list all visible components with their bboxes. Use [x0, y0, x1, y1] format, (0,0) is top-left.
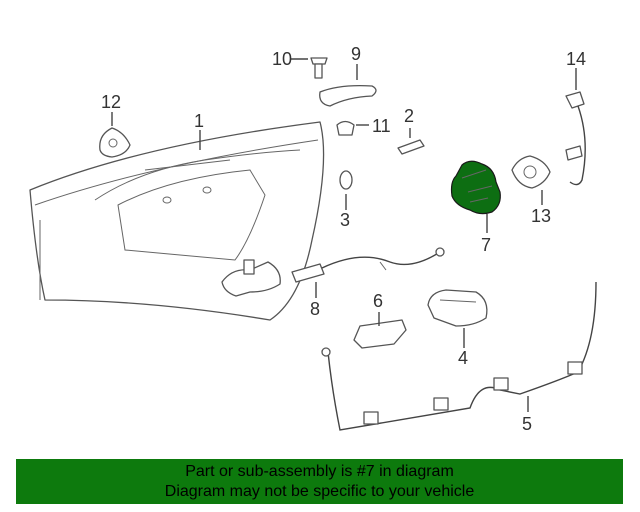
part-4-motor [427, 289, 488, 327]
callout-9: 9 [351, 44, 361, 64]
part-2-plate [397, 139, 425, 155]
callout-1: 1 [194, 111, 204, 131]
callout-7: 7 [481, 235, 491, 255]
callout-5: 5 [522, 414, 532, 434]
banner-line-1: Part or sub-assembly is #7 in diagram [185, 462, 454, 480]
info-banner: Part or sub-assembly is #7 in diagram Di… [16, 459, 623, 504]
part-3-grommet [339, 170, 353, 190]
banner-line-2: Diagram may not be specific to your vehi… [164, 482, 475, 500]
part-12-bumper [99, 127, 131, 158]
leader-lines [111, 58, 577, 412]
callout-4: 4 [458, 348, 468, 368]
callout-6: 6 [373, 291, 383, 311]
part-14-wire [565, 91, 586, 186]
callout-11: 11 [372, 116, 391, 136]
callout-13: 13 [531, 206, 551, 226]
part-1-liftgate-panel [29, 121, 325, 321]
callout-3: 3 [340, 210, 350, 230]
callout-8: 8 [310, 299, 320, 319]
part-10-bolt [310, 57, 328, 79]
part-9-handle [319, 84, 377, 107]
callout-14: 14 [566, 49, 586, 69]
callout-10: 10 [272, 49, 292, 69]
part-6-bracket [353, 319, 407, 349]
part-8-cable [221, 247, 445, 297]
callout-12: 12 [101, 92, 121, 112]
part-13-striker [511, 155, 551, 189]
callout-2: 2 [404, 106, 414, 126]
part-11-clip [336, 120, 355, 136]
parts-diagram: 10 9 11 2 1 12 3 7 13 14 8 6 4 5 [29, 44, 597, 434]
part-5-harness [321, 281, 597, 431]
part-7-latch [450, 160, 501, 215]
